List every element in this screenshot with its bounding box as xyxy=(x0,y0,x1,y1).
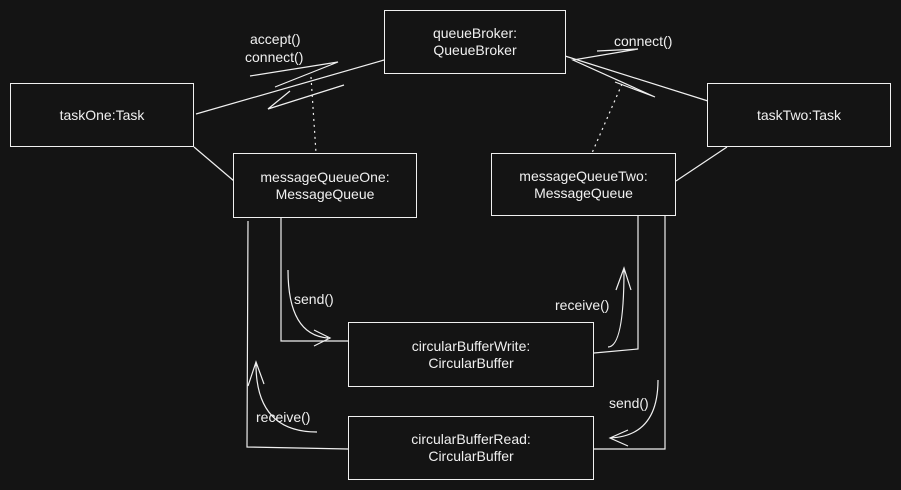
accept-label: accept() xyxy=(250,31,301,47)
message-queue-two-class: MessageQueue xyxy=(534,184,633,201)
connect-left-arrow xyxy=(267,84,345,110)
send-one-label: send() xyxy=(294,291,334,307)
accept-arrow xyxy=(249,61,339,88)
message-queue-one-instance: messageQueueOne: xyxy=(260,168,390,185)
circular-buffer-read-node[interactable]: circularBufferRead: CircularBuffer xyxy=(348,416,594,480)
task-one-label: taskOne:Task xyxy=(59,106,145,123)
send-two-label: send() xyxy=(609,395,649,411)
edge-cbwrite-mqtwo xyxy=(593,216,639,354)
edge-queuebroker-tasktwo xyxy=(564,55,709,102)
edge-taskone-queuebroker xyxy=(195,59,385,115)
dependency-mqone-broker xyxy=(310,76,317,154)
receive-one-arrow xyxy=(247,360,318,433)
queue-broker-instance: queueBroker: xyxy=(432,25,518,41)
task-two-node[interactable]: taskTwo:Task xyxy=(707,83,891,147)
connect-right-arrow xyxy=(570,48,656,98)
edge-mqone-cbwrite xyxy=(280,218,350,342)
receive-two-label: receive() xyxy=(555,297,610,313)
send-one-arrow xyxy=(287,269,332,347)
message-queue-one-node[interactable]: messageQueueOne: MessageQueue xyxy=(233,153,417,218)
connect-right-label: connect() xyxy=(614,33,673,49)
message-queue-two-node[interactable]: messageQueueTwo: MessageQueue xyxy=(491,153,676,216)
circular-buffer-read-instance: circularBufferRead: xyxy=(411,431,531,447)
circular-buffer-write-node[interactable]: circularBufferWrite: CircularBuffer xyxy=(348,322,594,387)
edge-cbread-mqone xyxy=(246,220,349,450)
queue-broker-node[interactable]: queueBroker: QueueBroker xyxy=(384,10,566,74)
send-two-arrow xyxy=(608,379,659,447)
task-one-node[interactable]: taskOne:Task xyxy=(10,83,194,147)
receive-two-arrow xyxy=(607,266,632,348)
message-queue-one-class: MessageQueue xyxy=(275,185,375,202)
circular-buffer-write-instance: circularBufferWrite: xyxy=(411,337,531,354)
message-queue-two-instance: messageQueueTwo: xyxy=(519,167,648,184)
connect-left-label: connect() xyxy=(245,49,304,65)
task-two-label: taskTwo:Task xyxy=(756,106,842,123)
receive-one-label: receive() xyxy=(256,409,311,425)
edge-tasktwo-mqtwo xyxy=(675,146,728,182)
edge-mqtwo-cbread xyxy=(594,216,666,450)
circular-buffer-write-class: CircularBuffer xyxy=(428,354,514,371)
queue-broker-class: QueueBroker xyxy=(433,42,517,58)
dependency-mqtwo-broker xyxy=(591,83,623,154)
edge-taskone-mqone xyxy=(193,146,235,182)
circular-buffer-read-class: CircularBuffer xyxy=(428,448,514,464)
